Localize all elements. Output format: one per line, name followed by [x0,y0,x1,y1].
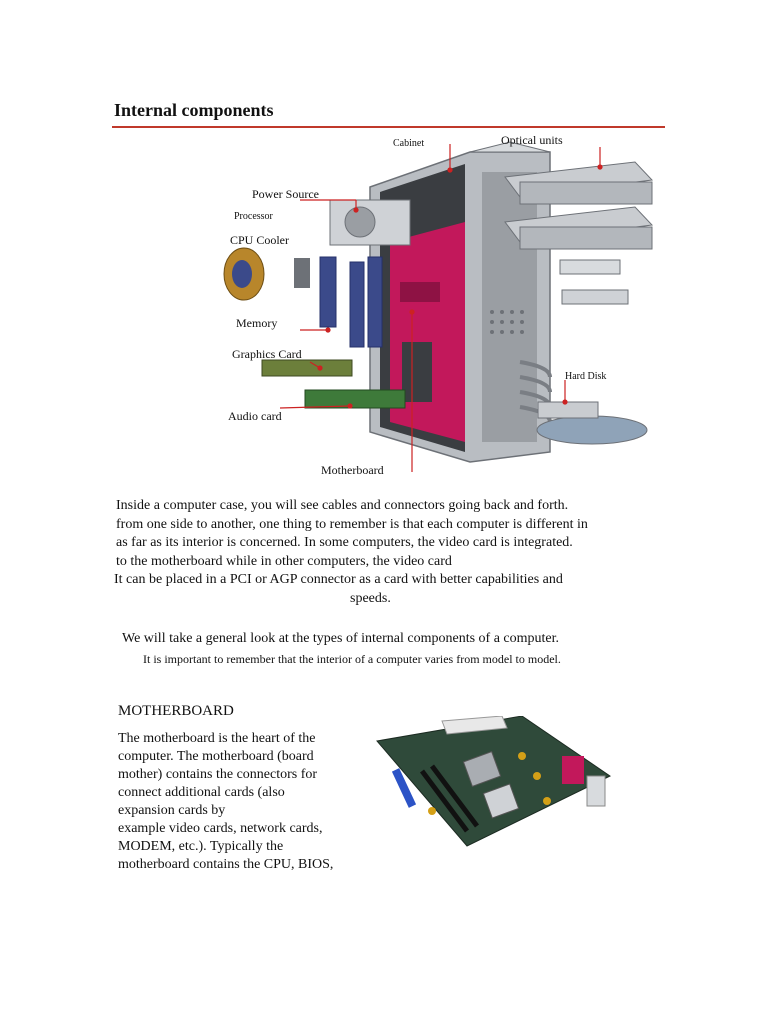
label-power-source: Power Source [252,187,319,201]
mb-line: connect additional cards (also [118,785,285,800]
mb-line: example video cards, network cards, [118,821,323,836]
mb-line: MODEM, etc.). Typically the [118,839,284,854]
computer-diagram: Cabinet Optical units Power Source Proce… [220,132,670,482]
intro-line-3: as far as its interior is concerned. In … [116,535,573,550]
overview-line-1: We will take a general look at the types… [122,631,560,646]
mb-line: mother) contains the connectors for [118,767,318,782]
motherboard-heading: MOTHERBOARD [118,703,234,719]
label-cabinet: Cabinet [393,138,425,149]
label-cpu-cooler: CPU Cooler [230,233,290,247]
label-optical-units: Optical units [501,133,563,147]
intro-line-2: from one side to another, one thing to r… [116,517,588,532]
mb-line: computer. The motherboard (board [118,749,314,764]
motherboard-description: The motherboard is the heart of the comp… [118,730,368,874]
label-graphics-card: Graphics Card [232,347,302,361]
computer-illustration [223,141,654,472]
intro-line-6: speeds. [350,591,391,606]
intro-line-5: It can be placed in a PCI or AGP connect… [114,572,563,587]
mb-line: The motherboard is the heart of the [118,731,316,746]
label-hard-disk: Hard Disk [565,371,607,382]
label-motherboard: Motherboard [321,463,384,477]
mb-line: motherboard contains the CPU, BIOS, [118,857,334,872]
label-audio-card: Audio card [228,409,282,423]
motherboard-photo [372,715,612,848]
title-underline [112,126,665,128]
label-processor: Processor [234,211,273,222]
section-title: Internal components [114,100,274,120]
mb-line: expansion cards by [118,803,226,818]
overview-line-2: It is important to remember that the int… [143,652,561,666]
intro-line-4: to the motherboard while in other comput… [116,554,452,569]
label-memory: Memory [236,316,278,330]
intro-line-1: Inside a computer case, you will see cab… [116,498,569,513]
